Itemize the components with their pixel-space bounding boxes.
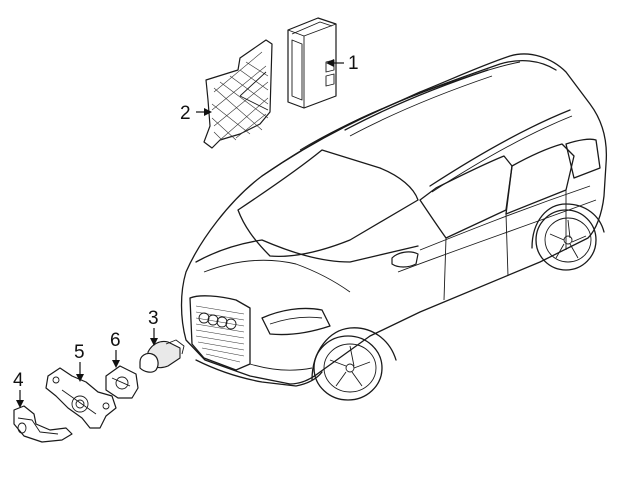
sensor-retainer-part [13, 405, 73, 443]
sensor-gasket-part [105, 365, 139, 399]
vehicle-illustration [180, 53, 608, 401]
callout-2: 2 [180, 103, 191, 124]
callout-leaders [16, 59, 344, 408]
front-wheel [313, 335, 383, 401]
callout-4: 4 [13, 370, 24, 391]
rear-wheel [535, 209, 597, 271]
callout-5: 5 [74, 342, 85, 363]
parking-sensor-part [139, 339, 185, 373]
mounting-bracket-part [203, 39, 273, 149]
sensor-mount-bracket-part [45, 367, 117, 429]
callout-1: 1 [348, 53, 359, 74]
callout-6: 6 [110, 330, 121, 351]
front-grille [189, 295, 251, 371]
callout-3: 3 [148, 308, 159, 329]
control-module-part [287, 17, 337, 109]
